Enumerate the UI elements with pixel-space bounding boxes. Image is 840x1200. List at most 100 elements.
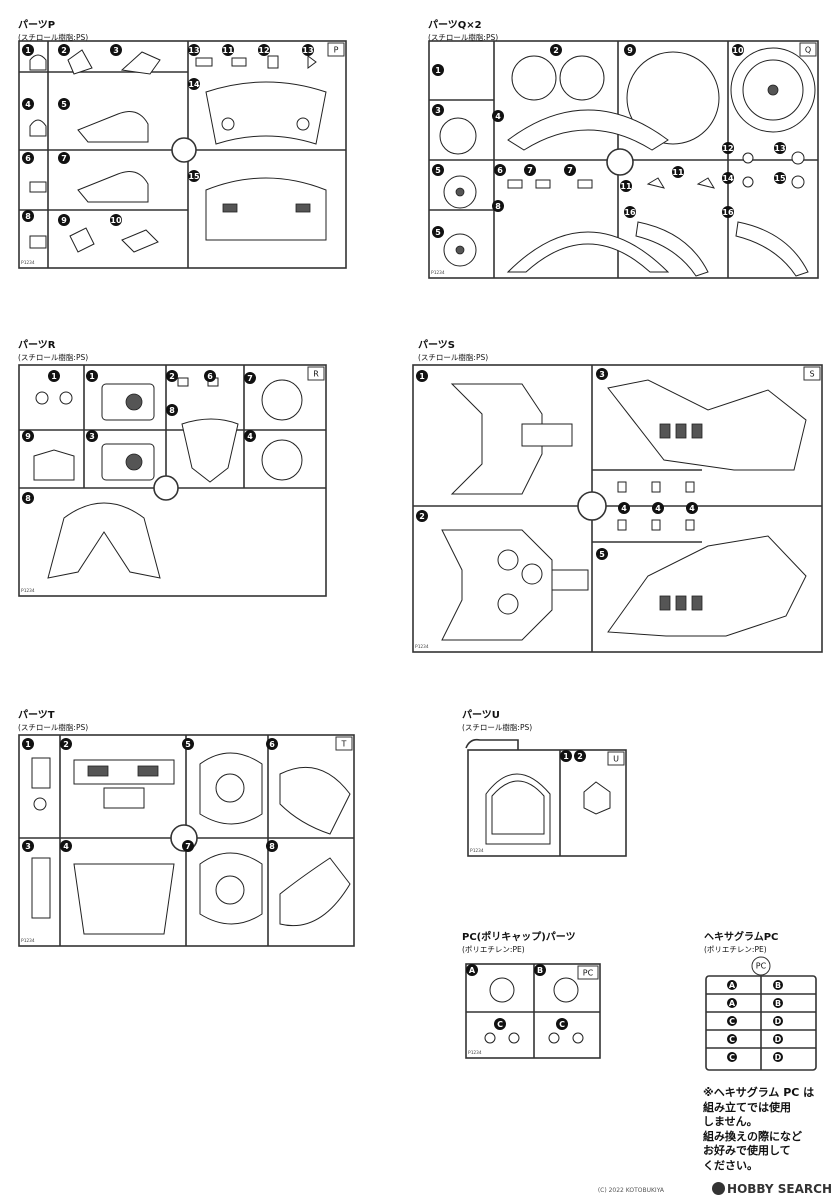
svg-text:S: S [809, 370, 814, 379]
svg-text:13: 13 [302, 46, 313, 55]
sheet-p-material: (スチロール樹脂:PS) [18, 33, 89, 42]
svg-text:C: C [559, 1020, 565, 1029]
part-number-q-13: 13 [774, 142, 786, 154]
part-number-p-8: 8 [22, 210, 34, 222]
sheet-r-title: パーツR [18, 340, 56, 351]
svg-text:D: D [775, 1017, 782, 1026]
svg-text:PC: PC [583, 969, 594, 978]
part-number-q-3: 3 [432, 104, 444, 116]
part-number-s-4: 4 [652, 502, 664, 514]
part-number-q-9: 9 [624, 44, 636, 56]
svg-text:1: 1 [25, 740, 31, 749]
svg-text:7: 7 [527, 166, 533, 175]
svg-text:B: B [775, 999, 781, 1008]
part-number-r-8: 8 [22, 492, 34, 504]
part-number-r-2: 2 [166, 370, 178, 382]
part-number-hex-D: D [773, 1034, 783, 1044]
part-number-q-16: 16 [722, 206, 734, 218]
sheet-u-title: パーツU [462, 710, 500, 721]
part-number-s-1: 1 [416, 370, 428, 382]
sheet-hex-title: ヘキサグラムPC [704, 932, 779, 943]
svg-text:2: 2 [419, 512, 425, 521]
sheet-t-corner-tag: T [335, 736, 353, 751]
sheet-q-corner-tag: Q [799, 42, 817, 57]
part-number-hex-C: C [727, 1052, 737, 1062]
svg-text:1: 1 [51, 372, 57, 381]
svg-text:3: 3 [89, 432, 95, 441]
hexagram-note: ※ヘキサグラム PC は組み立てでは使用しません。組み換えの際になどお好みで使用… [703, 1086, 833, 1173]
part-number-s-5: 5 [596, 548, 608, 560]
part-number-r-9: 9 [22, 430, 34, 442]
note-line: しません。 [703, 1115, 758, 1128]
part-number-q-1: 1 [432, 64, 444, 76]
part-number-p-9: 9 [58, 214, 70, 226]
svg-text:PC: PC [756, 962, 767, 971]
svg-text:12: 12 [722, 144, 733, 153]
part-number-u-2: 2 [574, 750, 586, 762]
sheet-s-header: パーツS (スチロール樹脂:PS) [418, 336, 488, 363]
svg-text:4: 4 [247, 432, 253, 441]
part-number-t-4: 4 [60, 840, 72, 852]
watermark: HOBBY SEARCH [712, 1182, 832, 1196]
part-number-p-13: 13 [188, 44, 200, 56]
part-number-t-6: 6 [266, 738, 278, 750]
part-number-p-3: 3 [110, 44, 122, 56]
sheet-u-material: (スチロール樹脂:PS) [462, 723, 533, 732]
svg-text:C: C [497, 1020, 503, 1029]
svg-text:P: P [334, 46, 339, 55]
sheet-s-code: P1234 [415, 644, 429, 650]
sheet-pc-corner-tag: PC [577, 965, 599, 980]
svg-text:7: 7 [247, 374, 253, 383]
part-number-q-11: 11 [672, 166, 684, 178]
sheet-hex-corner-tag: PC [751, 956, 771, 976]
part-number-q-10: 10 [732, 44, 744, 56]
svg-text:16: 16 [624, 208, 636, 217]
part-number-q-8: 8 [492, 200, 504, 212]
part-number-pc-C: C [556, 1018, 568, 1030]
sheet-t-material: (スチロール樹脂:PS) [18, 723, 89, 732]
part-number-p-7: 7 [58, 152, 70, 164]
svg-text:B: B [775, 981, 781, 990]
svg-text:5: 5 [435, 228, 441, 237]
svg-text:8: 8 [269, 842, 275, 851]
svg-text:C: C [729, 1053, 735, 1062]
part-number-q-6: 6 [494, 164, 506, 176]
svg-text:11: 11 [222, 46, 234, 55]
part-number-p-5: 5 [58, 98, 70, 110]
sheet-t-code: P1234 [21, 938, 35, 944]
svg-text:10: 10 [110, 216, 122, 225]
part-number-p-12: 12 [258, 44, 270, 56]
part-number-q-5: 5 [432, 164, 444, 176]
svg-text:3: 3 [25, 842, 31, 851]
part-number-q-7: 7 [524, 164, 536, 176]
part-number-q-16: 16 [624, 206, 636, 218]
part-number-q-2: 2 [550, 44, 562, 56]
svg-text:6: 6 [207, 372, 213, 381]
part-number-hex-D: D [773, 1016, 783, 1026]
svg-text:7: 7 [185, 842, 191, 851]
sheet-p-corner-tag: P [327, 42, 345, 57]
part-number-r-1: 1 [48, 370, 60, 382]
svg-text:2: 2 [169, 372, 175, 381]
svg-text:B: B [537, 966, 543, 975]
svg-text:Q: Q [805, 46, 811, 55]
sheet-pc-material: (ポリエチレン:PE) [462, 945, 525, 954]
svg-text:9: 9 [627, 46, 633, 55]
sheet-pc-title: PC(ポリキャップ)パーツ [462, 932, 576, 943]
sheet-hex-header: ヘキサグラムPC (ポリエチレン:PE) [704, 928, 778, 955]
svg-text:4: 4 [655, 504, 661, 513]
svg-text:D: D [775, 1035, 782, 1044]
part-number-t-8: 8 [266, 840, 278, 852]
part-number-hex-C: C [727, 1016, 737, 1026]
svg-text:11: 11 [672, 168, 684, 177]
part-number-hex-A: A [727, 980, 737, 990]
svg-text:5: 5 [435, 166, 441, 175]
svg-text:T: T [341, 740, 347, 749]
